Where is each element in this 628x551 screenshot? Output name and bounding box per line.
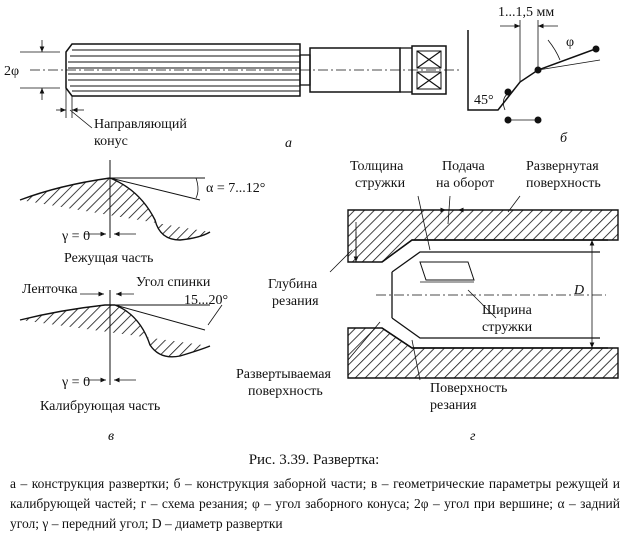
label-reamed-surface-2: поверхность: [526, 176, 601, 191]
label-phi: φ: [566, 35, 574, 50]
label-chip-thickness-2: стружки: [355, 176, 406, 191]
label-45deg: 45°: [474, 93, 494, 108]
label-land: Ленточка: [22, 282, 78, 297]
panel-letter-b: б: [560, 131, 568, 146]
panel-g-cutting-scheme: Толщина стружки Подача на оборот Разверн…: [236, 159, 619, 444]
label-guide-cone-line1: Направляющий: [94, 117, 187, 132]
panel-b-chamfer-construction: 1...1,5 мм φ 45° б: [467, 5, 601, 146]
label-gamma-bottom: γ = 0: [61, 375, 90, 390]
label-surface-reamed-1: Развертываемая: [236, 367, 331, 382]
label-surface-reamed-2: поверхность: [248, 384, 323, 399]
panel-letter-v: в: [108, 429, 114, 444]
label-back-angle: Угол спинки: [136, 275, 211, 290]
label-chip-width-1: Ширина: [482, 303, 533, 318]
panel-v-geometry: α = 7...12° γ = 0 Режущая часть Ленточка…: [19, 160, 265, 444]
label-guide-cone-line2: конус: [94, 134, 128, 149]
label-depth-1: Глубина: [268, 277, 318, 292]
figure-caption-body: а – конструкция развертки; б – конструкц…: [10, 476, 620, 531]
label-2phi: 2φ: [4, 64, 19, 79]
panel-letter-g: г: [470, 429, 476, 444]
label-dim-range: 1...1,5 мм: [498, 5, 554, 20]
panel-a-reamer-construction: 2φ Направляющий конус а: [4, 40, 460, 151]
label-chip-width-2: стружки: [482, 320, 533, 335]
label-chip-thickness-1: Толщина: [350, 159, 404, 174]
label-cut-surface-2: резания: [430, 398, 477, 413]
figure-caption-title: Рис. 3.39. Развертка:: [248, 452, 380, 468]
label-cut-surface-1: Поверхность: [430, 381, 507, 396]
label-cutting-part: Режущая часть: [64, 251, 153, 266]
label-feed-1: Подача: [442, 159, 486, 174]
panel-letter-a: а: [285, 136, 292, 151]
label-gamma-top: γ = 0: [61, 229, 90, 244]
label-back-angle-value: 15...20°: [184, 293, 228, 308]
label-feed-2: на оборот: [436, 176, 494, 191]
label-diameter-d: D: [573, 283, 584, 298]
label-calibrating-part: Калибрующая часть: [40, 399, 160, 414]
label-depth-2: резания: [272, 294, 319, 309]
label-alpha: α = 7...12°: [206, 181, 265, 196]
label-reamed-surface-1: Развернутая: [526, 159, 599, 174]
